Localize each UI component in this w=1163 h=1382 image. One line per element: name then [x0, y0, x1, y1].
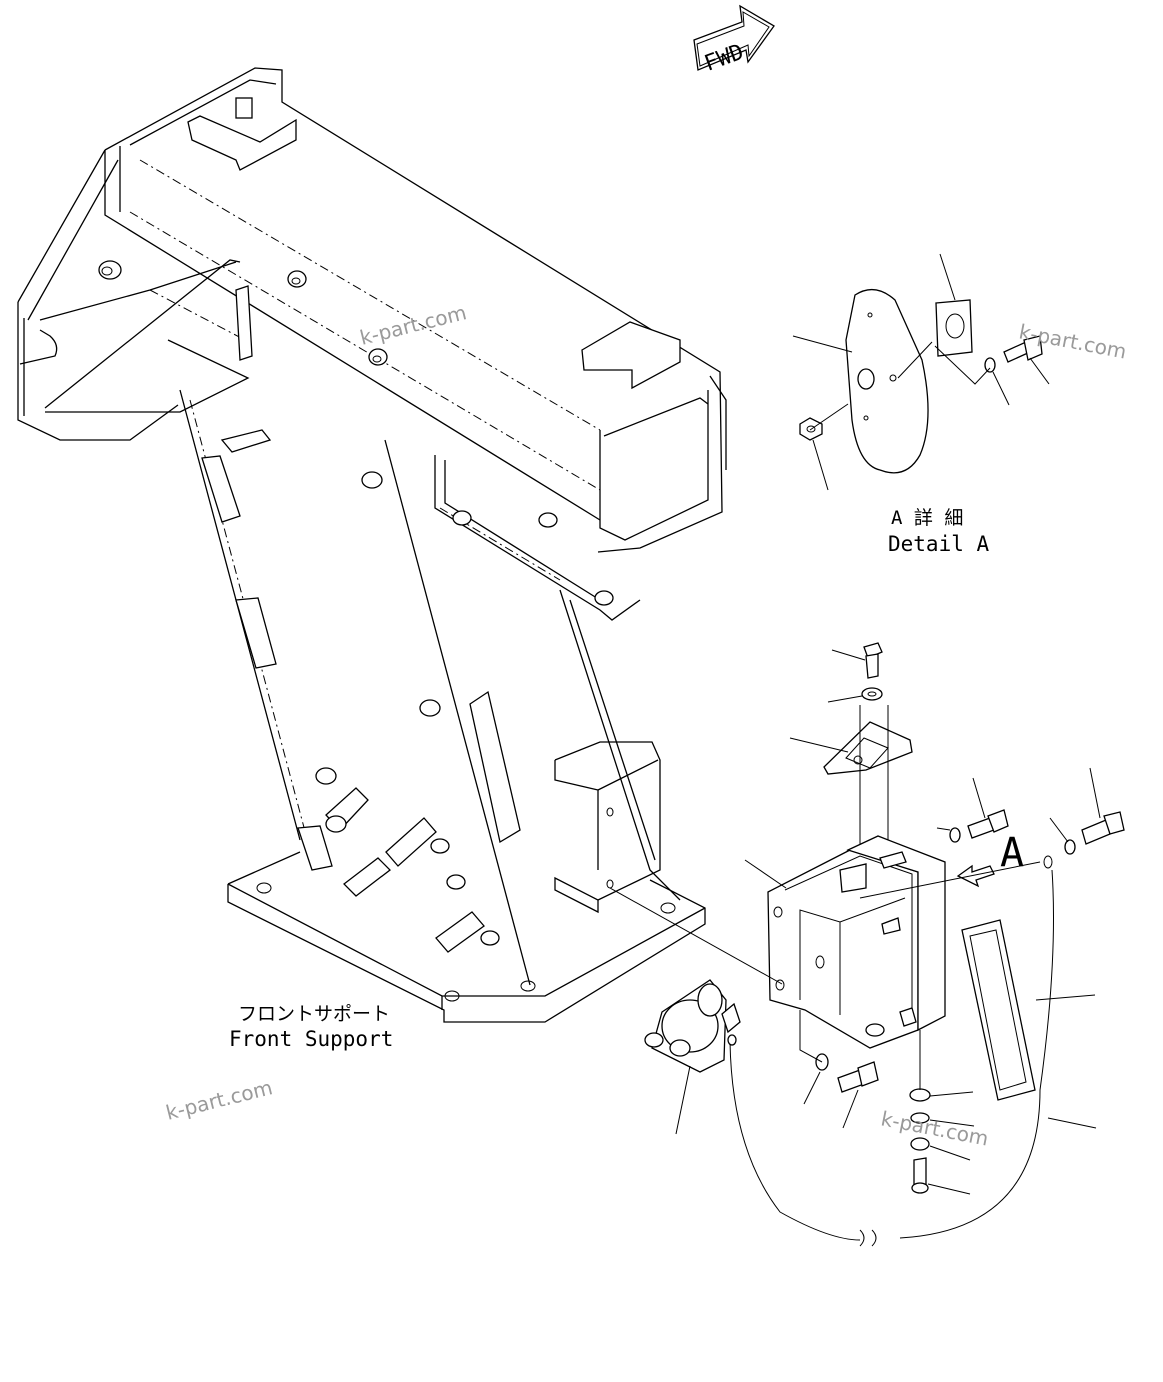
watermark-4: k-part.com: [879, 1106, 990, 1150]
watermark-1: k-part.com: [357, 300, 468, 350]
front-support-label-en: Front Support: [229, 1027, 393, 1051]
front-support-frame: [17, 67, 727, 1023]
fwd-arrow-icon: FWD: [693, 4, 775, 77]
view-marker-a: A: [1000, 830, 1024, 876]
detail-a-group: [792, 253, 1050, 491]
switch-box-assembly: A: [609, 642, 1125, 1247]
front-support-label-jp: フロントサポート: [238, 1003, 390, 1025]
detail-a-label-en: Detail A: [888, 532, 990, 556]
watermark-3: k-part.com: [163, 1075, 274, 1125]
detail-a-label-jp: A 詳 細: [891, 507, 963, 529]
